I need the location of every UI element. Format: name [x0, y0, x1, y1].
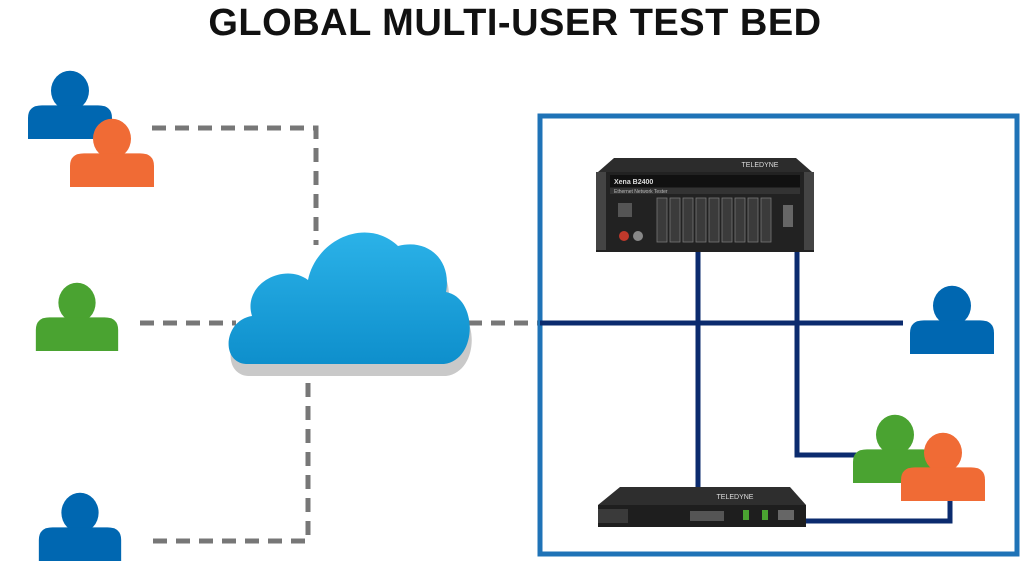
chassis-to-lab-users-line — [794, 250, 860, 458]
compact-device: TELEDYNE — [598, 487, 806, 527]
compact-to-lab-users-line — [790, 500, 953, 524]
chassis-brand: TELEDYNE — [742, 162, 779, 169]
user-icon-blue-bottom — [38, 492, 122, 561]
dashed-links — [140, 125, 538, 544]
chassis-device: TELEDYNE Xena B2400 Ethernet Network Tes… — [596, 158, 814, 252]
chassis-model-label: Xena B2400 — [614, 179, 653, 186]
lab-links — [540, 250, 953, 524]
dashed-link-bottom-user — [153, 365, 311, 544]
cloud-icon — [228, 232, 472, 376]
chassis-subtitle: Ethernet Network Tester — [614, 189, 668, 195]
user-icon-blue-lab — [910, 285, 994, 354]
lab-frame — [537, 113, 1020, 557]
page-title: GLOBAL MULTI-USER TEST BED — [208, 2, 822, 44]
user-icon-green-middle — [35, 282, 119, 351]
compact-brand: TELEDYNE — [717, 494, 754, 501]
dashed-link-top-users — [152, 125, 319, 245]
